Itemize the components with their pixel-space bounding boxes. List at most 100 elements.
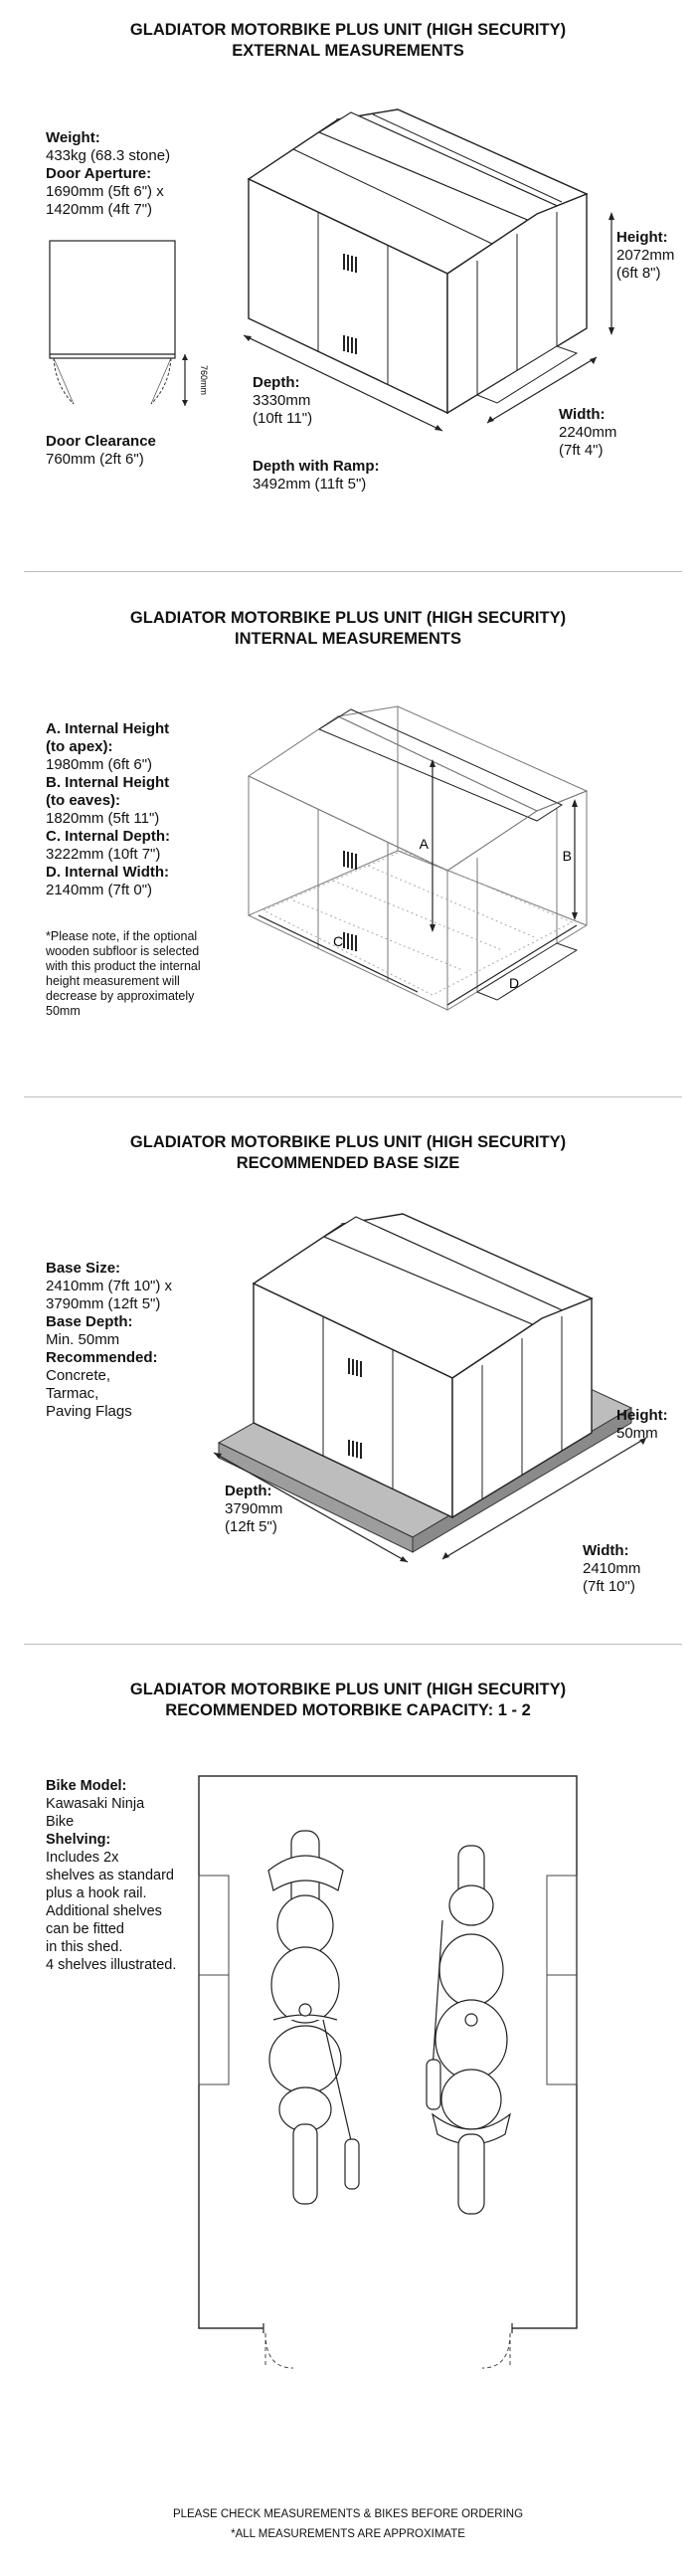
bike-model-label: Bike Model: xyxy=(46,1778,127,1794)
section4-title-line2: RECOMMENDED MOTORBIKE CAPACITY: 1 - 2 xyxy=(165,1701,531,1719)
shelving-value: shelves as standard xyxy=(46,1868,174,1883)
motorbike-2 xyxy=(426,1845,511,2215)
weight-value: 433kg (68.3 stone) xyxy=(46,147,171,164)
depth-with-ramp-info: Depth with Ramp: 3492mm (11ft 5") xyxy=(253,458,380,494)
marker-c: C xyxy=(333,933,343,949)
section2-title-line1: GLADIATOR MOTORBIKE PLUS UNIT (HIGH SECU… xyxy=(129,609,567,627)
recommended-item: Concrete, xyxy=(46,1367,111,1384)
external-width-label: Width: xyxy=(559,406,606,423)
footer-approximate-note: *ALL MEASUREMENTS ARE APPROXIMATE xyxy=(231,2528,465,2540)
base-size-info: Base Size: 2410mm (7ft 10") x 3790mm (12… xyxy=(46,1260,172,1421)
external-depth-info: Depth: 3330mm (10ft 11") xyxy=(253,374,312,428)
note-line: *Please note, if the optional xyxy=(46,929,198,943)
section-divider-2 xyxy=(24,1096,682,1097)
section4-title-line1: GLADIATOR MOTORBIKE PLUS UNIT (HIGH SECU… xyxy=(129,1681,567,1698)
section1-title: GLADIATOR MOTORBIKE PLUS UNIT (HIGH SECU… xyxy=(0,20,696,62)
shelving-value: can be fitted xyxy=(46,1921,124,1937)
external-width-info: Width: 2240mm (7ft 4") xyxy=(559,406,616,460)
note-line: 50mm xyxy=(46,1004,81,1018)
note-line: wooden subfloor is selected xyxy=(46,944,200,958)
base-height-label: Height: xyxy=(616,1407,668,1424)
depth-with-ramp-label: Depth with Ramp: xyxy=(253,458,380,475)
door-aperture-value-2: 1420mm (4ft 7") xyxy=(46,201,153,218)
bike-model-value: Bike xyxy=(46,1814,75,1830)
recommended-item: Paving Flags xyxy=(46,1403,132,1420)
note-line: decrease by approximately xyxy=(46,989,195,1003)
external-height-value-2: (6ft 8") xyxy=(616,265,661,282)
section2-title: GLADIATOR MOTORBIKE PLUS UNIT (HIGH SECU… xyxy=(0,608,696,650)
shelving-label: Shelving: xyxy=(46,1832,111,1848)
section4-title: GLADIATOR MOTORBIKE PLUS UNIT (HIGH SECU… xyxy=(0,1680,696,1721)
recommended-item: Tarmac, xyxy=(46,1385,99,1402)
base-depth-dim-info: Depth: 3790mm (12ft 5") xyxy=(225,1483,282,1536)
internal-depth-value: 3222mm (10ft 7") xyxy=(46,846,161,863)
external-depth-value-2: (10ft 11") xyxy=(253,410,313,427)
base-depth-dim-label: Depth: xyxy=(225,1483,272,1499)
shelving-value: Includes 2x xyxy=(46,1850,119,1866)
base-width-value-1: 2410mm xyxy=(583,1560,641,1577)
shelving-value: plus a hook rail. xyxy=(46,1885,147,1901)
weight-label: Weight: xyxy=(46,129,100,146)
internal-height-apex-label-1: A. Internal Height xyxy=(46,720,170,737)
door-clearance-value: 760mm (2ft 6") xyxy=(46,451,144,468)
shelving-value: in this shed. xyxy=(46,1939,123,1955)
recommended-label: Recommended: xyxy=(46,1349,158,1366)
weight-info: Weight: 433kg (68.3 stone) Door Aperture… xyxy=(46,129,170,219)
external-width-value-2: (7ft 4") xyxy=(559,442,604,459)
bike-capacity-info: Bike Model: Kawasaki Ninja Bike Shelving… xyxy=(46,1777,176,1974)
section2-title-line2: INTERNAL MEASUREMENTS xyxy=(235,630,461,648)
subfloor-note: *Please note, if the optional wooden sub… xyxy=(46,929,201,1019)
motorbike-1 xyxy=(267,1830,360,2205)
external-height-info: Height: 2072mm (6ft 8") xyxy=(616,229,674,283)
section3-title-line1: GLADIATOR MOTORBIKE PLUS UNIT (HIGH SECU… xyxy=(129,1133,567,1151)
shelving-value: 4 shelves illustrated. xyxy=(46,1957,177,1973)
section1-title-line1: GLADIATOR MOTORBIKE PLUS UNIT (HIGH SECU… xyxy=(129,21,567,39)
section3-title-line2: RECOMMENDED BASE SIZE xyxy=(236,1154,460,1172)
base-size-value-1: 2410mm (7ft 10") x xyxy=(46,1278,173,1294)
note-line: height measurement will xyxy=(46,974,180,988)
door-aperture-label: Door Aperture: xyxy=(46,165,152,182)
internal-width-value: 2140mm (7ft 0") xyxy=(46,882,153,898)
bike-model-value: Kawasaki Ninja xyxy=(46,1796,145,1812)
base-depth-dim-value-2: (12ft 5") xyxy=(225,1518,277,1535)
base-depth-value: Min. 50mm xyxy=(46,1331,120,1348)
internal-height-apex-value: 1980mm (6ft 6") xyxy=(46,756,153,773)
base-width-info: Width: 2410mm (7ft 10") xyxy=(583,1542,640,1596)
marker-d: D xyxy=(509,975,519,991)
section3-title: GLADIATOR MOTORBIKE PLUS UNIT (HIGH SECU… xyxy=(0,1132,696,1174)
internal-height-eaves-label-2: (to eaves): xyxy=(46,792,121,809)
base-size-value-2: 3790mm (12ft 5") xyxy=(46,1295,161,1312)
external-width-value-1: 2240mm xyxy=(559,424,617,441)
section1-title-line2: EXTERNAL MEASUREMENTS xyxy=(232,42,464,60)
marker-b: B xyxy=(563,848,572,864)
section-divider-1 xyxy=(24,571,682,572)
section-divider-3 xyxy=(24,1644,682,1645)
external-depth-label: Depth: xyxy=(253,374,300,391)
footer-disclaimer: PLEASE CHECK MEASUREMENTS & BIKES BEFORE… xyxy=(172,2508,524,2520)
base-height-value: 50mm xyxy=(616,1425,658,1442)
clearance-dim-label: 760mm xyxy=(199,365,209,395)
internal-depth-label: C. Internal Depth: xyxy=(46,828,171,845)
door-aperture-value-1: 1690mm (5ft 6") x xyxy=(46,183,164,200)
internal-width-label: D. Internal Width: xyxy=(46,864,170,881)
depth-with-ramp-value: 3492mm (11ft 5") xyxy=(253,476,367,493)
internal-height-eaves-value: 1820mm (5ft 11") xyxy=(46,810,160,827)
external-height-label: Height: xyxy=(616,229,668,246)
external-height-value-1: 2072mm xyxy=(616,247,675,264)
shed-external-illustration xyxy=(243,108,614,432)
floor-plan-diagram xyxy=(198,1775,578,2369)
base-depth-dim-value-1: 3790mm xyxy=(225,1500,283,1517)
internal-height-apex-label-2: (to apex): xyxy=(46,738,113,755)
shed-base-illustration xyxy=(213,1213,647,1563)
door-clearance-info: Door Clearance 760mm (2ft 6") xyxy=(46,433,156,469)
internal-height-eaves-label-1: B. Internal Height xyxy=(46,774,170,791)
shed-internal-illustration: A B C D xyxy=(247,705,589,1011)
base-height-info: Height: 50mm xyxy=(616,1407,668,1443)
note-line: with this product the internal xyxy=(46,959,201,973)
external-depth-value-1: 3330mm xyxy=(253,392,311,409)
door-clearance-label: Door Clearance xyxy=(46,433,156,450)
base-depth-label: Base Depth: xyxy=(46,1313,133,1330)
internal-measurements-info: A. Internal Height (to apex): 1980mm (6f… xyxy=(46,720,170,899)
base-size-label: Base Size: xyxy=(46,1260,121,1277)
base-width-label: Width: xyxy=(583,1542,629,1559)
